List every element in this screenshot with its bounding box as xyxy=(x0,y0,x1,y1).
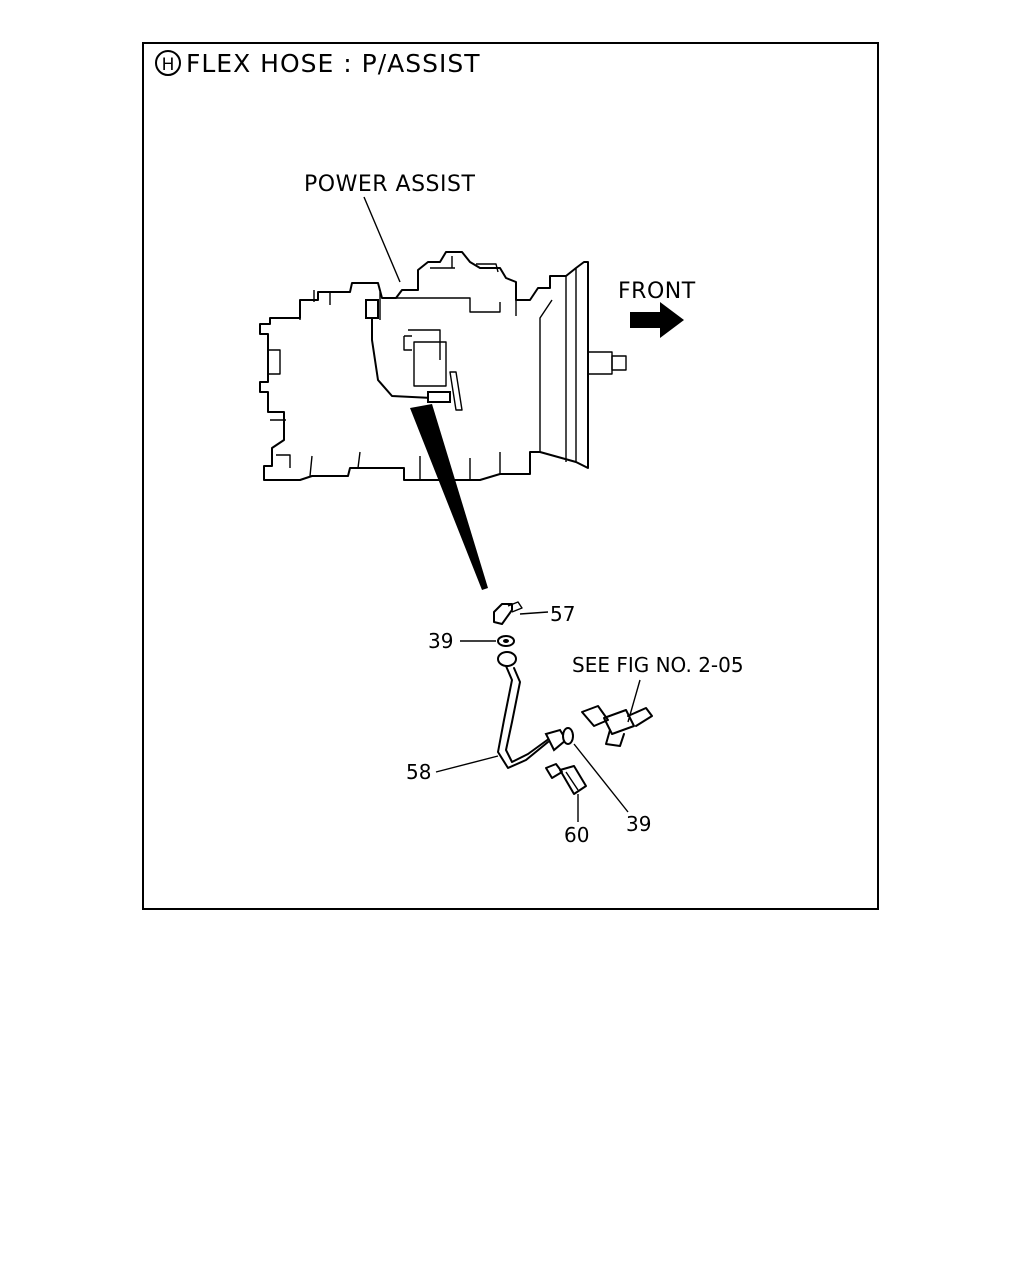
title-badge: H xyxy=(155,50,181,76)
transmission-illustration xyxy=(259,251,627,481)
flex-hose-58 xyxy=(497,651,568,769)
fitting-57 xyxy=(493,601,523,625)
part-number-39-upper: 39 xyxy=(428,629,453,653)
leader-58 xyxy=(435,755,499,773)
detail-pointer xyxy=(410,404,488,590)
fitting-60 xyxy=(545,763,587,795)
part-number-39-lower: 39 xyxy=(626,812,651,836)
power-assist-leader xyxy=(363,196,401,283)
title-badge-letter: H xyxy=(162,55,175,75)
part-number-60: 60 xyxy=(564,823,589,847)
front-label: FRONT xyxy=(618,279,696,304)
tee-fitting-reference xyxy=(581,705,653,747)
see-fig-label: SEE FIG NO. 2-05 xyxy=(572,653,744,677)
part-number-57: 57 xyxy=(550,602,575,626)
power-assist-label: POWER ASSIST xyxy=(304,172,475,197)
diagram-title: FLEX HOSE : P/ASSIST xyxy=(186,49,481,78)
leader-39-lower xyxy=(573,743,629,813)
diagram-frame xyxy=(142,42,879,910)
front-arrow-icon xyxy=(630,302,684,338)
leader-57 xyxy=(519,611,549,615)
part-number-58: 58 xyxy=(406,760,431,784)
washer-39-lower xyxy=(562,727,574,745)
